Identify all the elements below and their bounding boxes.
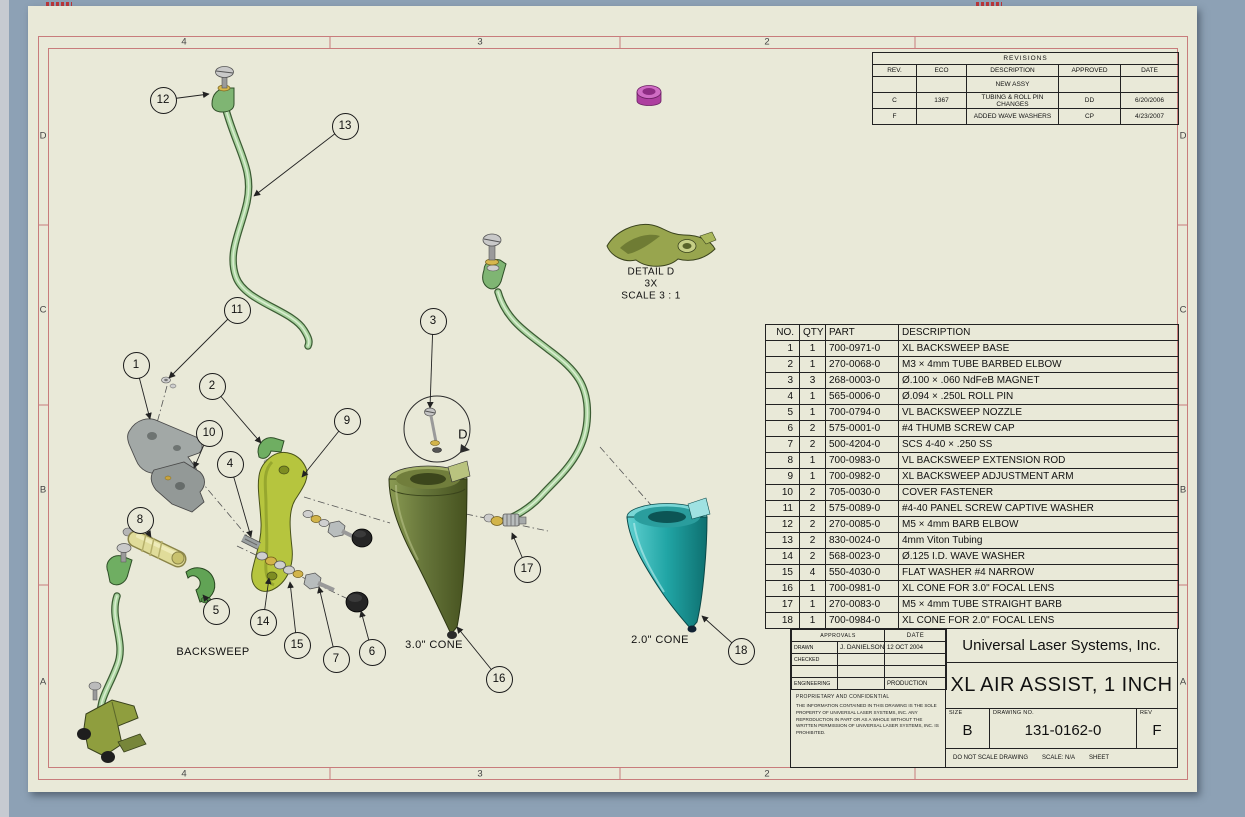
drawing-number-cell: DRAWING NO. 131-0162-0 [990,709,1137,748]
proprietary-notice: PROPRIETARY AND CONFIDENTIAL THE INFORMA… [791,690,945,767]
approvals-header-row: APPROVALS DATE [790,629,948,642]
proprietary-title: PROPRIETARY AND CONFIDENTIAL [796,694,890,700]
size-cell: SIZE B [946,709,990,748]
approvals-row: CHECKED [791,653,948,666]
revisions-row: NEW ASSY [872,76,1180,93]
proprietary-body: THE INFORMATION CONTAINED IN THIS DRAWIN… [796,703,939,735]
sheet-border-outer [38,36,1188,780]
revisions-title: REVISIONS [871,52,1180,65]
do-not-scale-note: DO NOT SCALE DRAWING [953,755,1029,761]
window-edge [0,0,9,817]
drawing-number-value: 131-0162-0 [1024,722,1102,739]
scale-note: SCALE: N/A [1042,755,1076,761]
red-annotation-marker-right [976,2,1002,8]
title-block-footer: DO NOT SCALE DRAWING SCALE: N/A SHEET [946,749,1177,767]
rev-value: F [1152,722,1162,739]
sheet-note: SHEET [1089,755,1110,761]
drawing-title: XL AIR ASSIST, 1 INCH [946,663,1177,709]
approvals-row [791,665,948,678]
company-name: Universal Laser Systems, Inc. [946,629,1177,663]
red-annotation-marker-left [46,2,72,8]
size-value: B [962,722,973,739]
rev-cell: REV F [1137,709,1177,748]
